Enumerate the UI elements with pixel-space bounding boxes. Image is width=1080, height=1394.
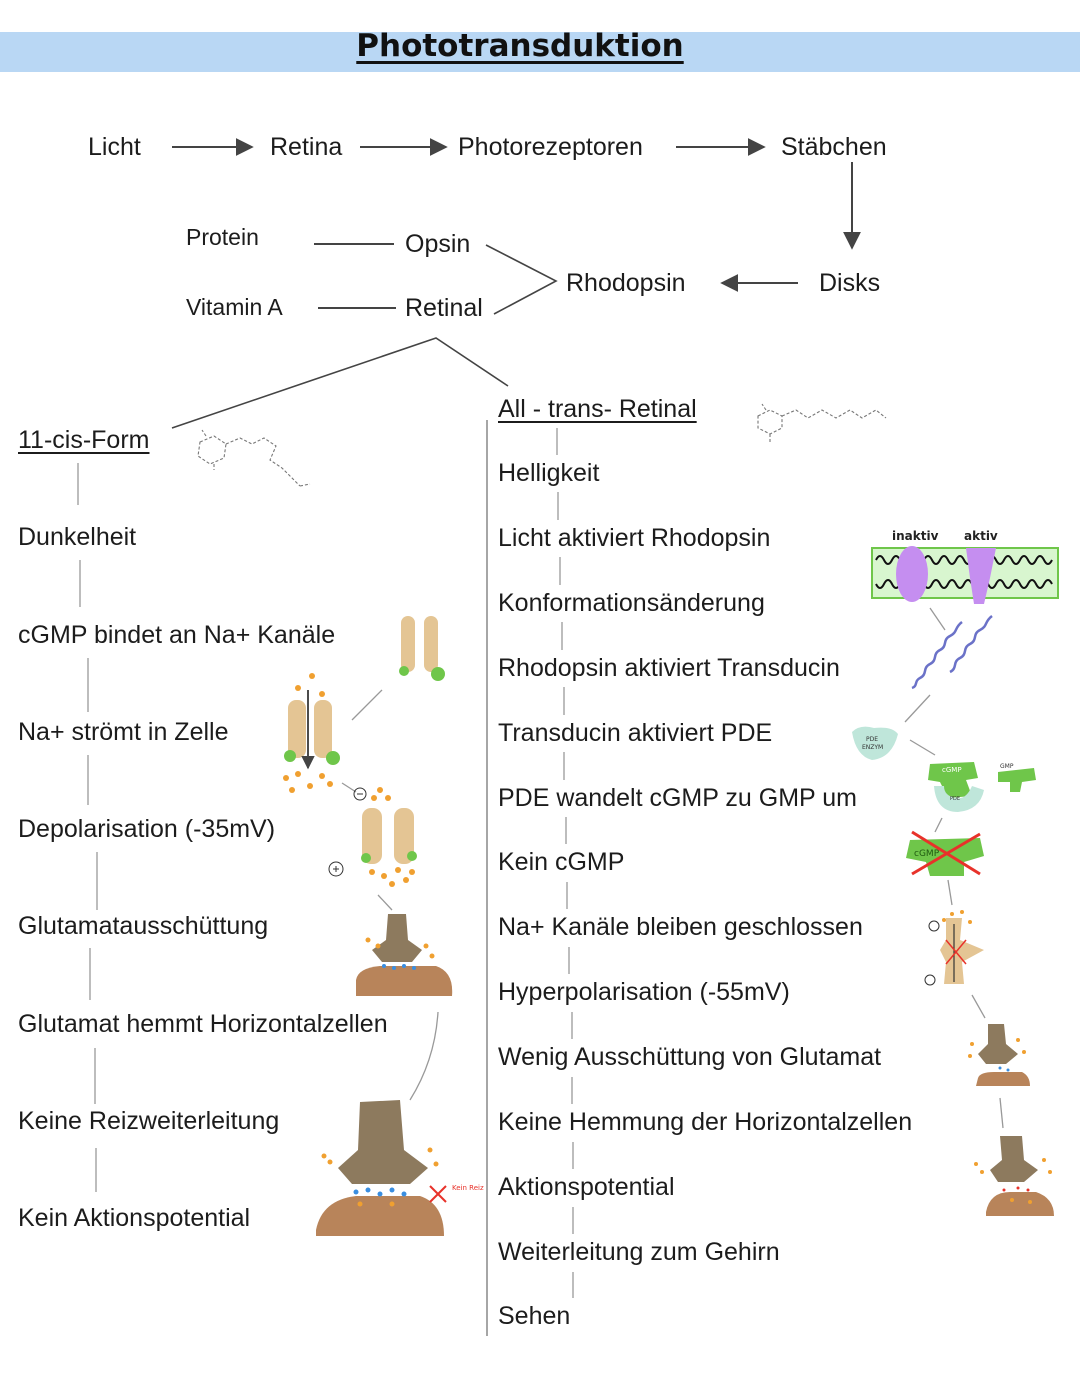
cgmp-gmp-sketch: cGMP PDE GMP [928, 762, 1036, 812]
node-retinal: Retinal [405, 294, 483, 322]
right-step: Aktionspotential [498, 1173, 675, 1201]
node-protein: Protein [186, 224, 259, 250]
inaktiv-label: inaktiv [892, 529, 939, 543]
left-step: cGMP bindet an Na+ Kanäle [18, 621, 336, 649]
node-staebchen: Stäbchen [781, 133, 887, 161]
pde-enzyme-sketch: PDE ENZYM [852, 726, 898, 760]
node-rhodopsin: Rhodopsin [566, 269, 686, 297]
bracket-opsin-retinal [485, 244, 558, 315]
right-step: Konformationsänderung [498, 589, 765, 617]
node-opsin: Opsin [405, 230, 471, 258]
node-retina: Retina [270, 133, 343, 161]
closed-channel-sketch [924, 910, 984, 986]
no-cgmp-sketch: cGMP [906, 830, 984, 876]
na-channel-sketch-2 [283, 673, 367, 801]
na-channel-sketch-3 [328, 787, 417, 887]
right-step: Hyperpolarisation (-55mV) [498, 978, 790, 1006]
trans-retinal-structure [757, 403, 887, 442]
split-retinal [171, 337, 509, 429]
page-title: Phototransduktion [356, 28, 684, 64]
left-step: Glutamat hemmt Horizontalzellen [18, 1010, 388, 1038]
node-disks: Disks [819, 269, 881, 297]
node-photorezeptoren: Photorezeptoren [458, 133, 643, 161]
cis-retinal-structure [197, 429, 311, 487]
svg-text:PDE: PDE [950, 796, 960, 802]
svg-text:ENZYM: ENZYM [862, 744, 883, 751]
synapse-sketch-2: Kein Reiz [316, 1100, 484, 1236]
right-step: Wenig Ausschüttung von Glutamat [498, 1043, 882, 1071]
right-step: Rhodopsin aktiviert Transducin [498, 654, 840, 682]
membrane-sketch: inaktiv aktiv [871, 529, 1059, 604]
header-bar [0, 32, 1080, 72]
right-step: Na+ Kanäle bleiben geschlossen [498, 913, 863, 941]
synapse-sketch-3 [968, 1024, 1030, 1086]
left-step: Keine Reizweiterleitung [18, 1107, 280, 1135]
synapse-sketch-1 [356, 914, 453, 996]
na-channel-sketch-1 [399, 616, 445, 681]
no-stimulus-label: Kein Reiz [452, 1184, 484, 1192]
right-step: Sehen [498, 1302, 571, 1330]
right-heading: All - trans- Retinal [498, 395, 697, 423]
synapse-sketch-4 [974, 1136, 1054, 1216]
svg-text:cGMP: cGMP [942, 766, 962, 774]
left-step: Depolarisation (-35mV) [18, 815, 276, 843]
node-licht: Licht [88, 133, 141, 161]
left-step: Na+ strömt in Zelle [18, 718, 229, 746]
svg-text:PDE: PDE [866, 736, 878, 743]
right-step: Keine Hemmung der Horizontalzellen [498, 1108, 913, 1136]
left-heading: 11-cis-Form [18, 426, 150, 454]
svg-text:cGMP: cGMP [914, 849, 940, 859]
node-vitamin-a: Vitamin A [186, 294, 283, 320]
right-step: Kein cGMP [498, 848, 625, 876]
aktiv-label: aktiv [964, 529, 998, 543]
left-step: Glutamatausschüttung [18, 912, 269, 940]
right-step: Transducin aktiviert PDE [498, 719, 773, 747]
right-step: Licht aktiviert Rhodopsin [498, 524, 771, 552]
left-step: Kein Aktionspotential [18, 1204, 251, 1232]
right-step: Helligkeit [498, 459, 600, 487]
right-step: Weiterleitung zum Gehirn [498, 1238, 780, 1266]
transducin-sketch [911, 615, 993, 690]
left-step: Dunkelheit [18, 523, 137, 551]
svg-text:GMP: GMP [1000, 763, 1014, 770]
right-step: PDE wandelt cGMP zu GMP um [498, 784, 857, 812]
